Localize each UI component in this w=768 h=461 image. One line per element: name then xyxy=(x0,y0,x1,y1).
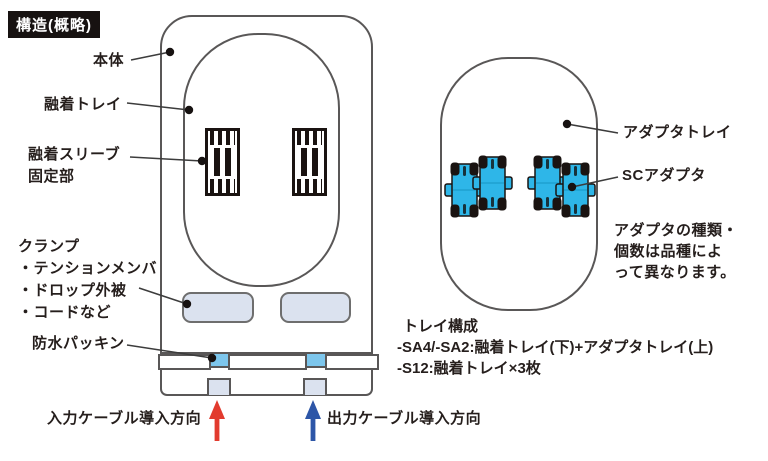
tray-config-heading: トレイ構成 xyxy=(403,318,479,335)
tray-config-line2: -S12:融着トレイ×3枚 xyxy=(397,360,541,377)
adapter-note-line1: アダプタの種類・ xyxy=(614,222,739,239)
input-direction-arrow xyxy=(209,400,225,441)
label-clamp-line4: ・コードなど xyxy=(18,304,112,321)
label-output-direction: 出力ケーブル導入方向 xyxy=(327,410,482,427)
input-cable-port xyxy=(207,378,231,395)
tray-config-line1: -SA4/-SA2:融着トレイ(下)+アダプタトレイ(上) xyxy=(397,339,714,356)
adapter-tray-outline xyxy=(440,57,598,311)
fusion-sleeve-holder-left xyxy=(205,128,240,196)
label-sleeve-line2: 固定部 xyxy=(28,168,75,185)
packing-segment xyxy=(228,354,307,370)
label-body: 本体 xyxy=(93,52,125,69)
label-input-direction: 入力ケーブル導入方向 xyxy=(47,410,202,427)
adapter-note: アダプタの種類・ 個数は品種によ って異なります。 xyxy=(614,220,738,283)
sleeve-bars xyxy=(297,148,322,176)
sleeve-comb-top xyxy=(210,131,235,145)
label-fusion-tray: 融着トレイ xyxy=(44,96,122,113)
label-sleeve-line1: 融着スリーブ xyxy=(28,146,121,163)
packing-segment xyxy=(325,354,379,370)
label-clamp: クランプ ・テンションメンバ ・ドロップ外被 ・コードなど xyxy=(18,236,157,324)
label-packing: 防水パッキン xyxy=(32,335,125,352)
clamp-left xyxy=(182,292,254,323)
label-adapter-tray: アダプタトレイ xyxy=(623,124,732,141)
clamp-right xyxy=(280,292,351,323)
packing-segment xyxy=(158,354,211,370)
label-clamp-line3: ・ドロップ外被 xyxy=(18,282,127,299)
sleeve-bars xyxy=(210,148,235,176)
waterproof-packing-band xyxy=(158,352,379,370)
adapter-note-line3: って異なります。 xyxy=(614,264,736,281)
sleeve-comb-top xyxy=(297,131,322,145)
output-direction-arrow xyxy=(305,400,321,441)
fusion-sleeve-holder-right xyxy=(292,128,327,196)
sleeve-comb-bottom xyxy=(297,179,322,193)
output-cable-port xyxy=(303,378,327,395)
label-clamp-line1: クランプ xyxy=(18,238,80,255)
label-clamp-line2: ・テンションメンバ xyxy=(18,260,158,277)
label-sc-adapter: SCアダプタ xyxy=(622,167,706,184)
sleeve-comb-bottom xyxy=(210,179,235,193)
label-sleeve-holder: 融着スリーブ 固定部 xyxy=(28,144,120,188)
tray-config: トレイ構成 -SA4/-SA2:融着トレイ(下)+アダプタトレイ(上) -S12… xyxy=(397,316,713,379)
diagram-title: 構造(概略) xyxy=(8,11,100,38)
adapter-note-line2: 個数は品種によ xyxy=(614,243,723,260)
